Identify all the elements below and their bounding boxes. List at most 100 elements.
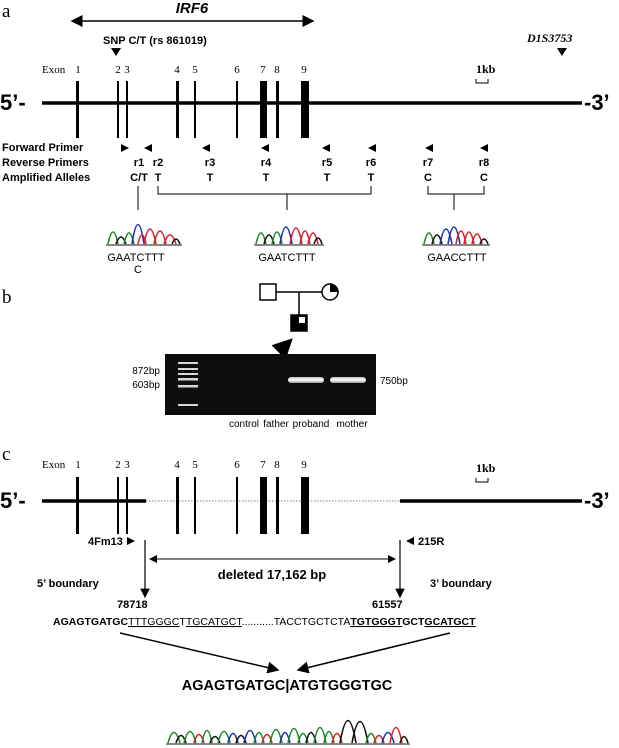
gel-band-mother bbox=[330, 377, 366, 383]
primer-name: r6 bbox=[366, 157, 376, 169]
exon-block bbox=[117, 477, 119, 534]
reverse-primer-icon bbox=[202, 144, 210, 152]
primer-name: r1 bbox=[134, 157, 144, 169]
chromatogram-junction bbox=[166, 719, 410, 745]
scale-bar-c bbox=[475, 478, 489, 483]
scale-label-c: 1kb bbox=[476, 461, 496, 475]
exon-block bbox=[117, 81, 119, 138]
exon-num: 7 bbox=[260, 459, 266, 471]
exon-num: 9 bbox=[301, 64, 307, 76]
exon-num: 6 bbox=[234, 64, 240, 76]
exon-num: 6 bbox=[234, 459, 240, 471]
exon-block bbox=[301, 477, 309, 534]
exon-num: 4 bbox=[174, 459, 180, 471]
reverse-primer-icon bbox=[144, 144, 152, 152]
chromatogram-3 bbox=[422, 226, 490, 246]
exon-block bbox=[260, 477, 267, 534]
sequence-labels-a: GAATCTTT C GAATCTTT GAACCTTT bbox=[107, 252, 487, 276]
panel-label-a: a bbox=[2, 1, 11, 22]
junction-sequence: AGAGTGATGC|ATGTGGGTGC bbox=[182, 678, 393, 694]
allele: C bbox=[480, 172, 488, 184]
primer-name: r5 bbox=[322, 157, 332, 169]
exon-block bbox=[236, 477, 238, 534]
exon-num: 8 bbox=[274, 64, 280, 76]
allele: C/T bbox=[130, 172, 148, 184]
allele: T bbox=[324, 172, 331, 184]
scale-bar-a bbox=[475, 79, 489, 84]
end3-c: -3’ bbox=[584, 488, 610, 513]
scale-label-a: 1kb bbox=[476, 62, 496, 76]
exon-num: 2 bbox=[115, 64, 121, 76]
exon-block bbox=[176, 477, 179, 534]
panel-label-b: b bbox=[2, 287, 12, 308]
proband-arrow-icon bbox=[271, 338, 293, 360]
exon-block bbox=[260, 81, 267, 138]
exon-blocks-a bbox=[76, 81, 309, 138]
exon-blocks-c bbox=[76, 477, 309, 534]
gel-band-proband bbox=[288, 377, 324, 383]
reverse-primer-icon bbox=[322, 144, 330, 152]
primer-names: r1 r2 r3 r4 r5 r6 r7 r8 bbox=[134, 157, 489, 169]
panel-label-c: c bbox=[2, 444, 10, 465]
pedigree bbox=[259, 283, 339, 332]
forward-primer-icon bbox=[121, 144, 129, 152]
allele: T bbox=[207, 172, 214, 184]
exon-num: 4 bbox=[174, 64, 180, 76]
exon-block bbox=[194, 477, 196, 534]
gel-lane-labels: control father proband mother bbox=[229, 419, 368, 430]
exon-block bbox=[126, 477, 128, 534]
chromatogram-2 bbox=[254, 226, 324, 246]
seq-text: GAATCTTT bbox=[107, 252, 165, 264]
seq-text: GAATCTTT bbox=[258, 252, 316, 264]
fwd-primer-label: 4Fm13 bbox=[88, 536, 123, 548]
primer-name: r2 bbox=[153, 157, 163, 169]
seq-text: GAACCTTT bbox=[427, 252, 487, 264]
row-label: Reverse Primers bbox=[2, 157, 89, 169]
allele: C bbox=[424, 172, 432, 184]
exon-numbers-c: 1 2 3 4 5 6 7 8 9 bbox=[75, 459, 307, 471]
exon-block bbox=[76, 477, 79, 534]
primer-arrows bbox=[121, 144, 488, 152]
band-size-label: 750bp bbox=[380, 376, 408, 387]
exon-label-a: Exon bbox=[42, 64, 66, 76]
allele: T bbox=[368, 172, 375, 184]
exon-num: 5 bbox=[192, 64, 198, 76]
boundary3-label: 3’ boundary bbox=[430, 578, 493, 590]
exon-block bbox=[176, 81, 179, 138]
reverse-primer-icon bbox=[425, 144, 433, 152]
ladder-size: 872bp bbox=[132, 366, 160, 377]
exon-block bbox=[276, 477, 279, 534]
fwd-primer-icon bbox=[127, 537, 135, 545]
lane-label: control bbox=[229, 419, 259, 430]
reverse-primer-icon bbox=[368, 144, 376, 152]
exon-num: 3 bbox=[124, 459, 130, 471]
lane-label: father bbox=[263, 419, 289, 430]
primer-name: r7 bbox=[423, 157, 433, 169]
row-label: Forward Primer bbox=[2, 142, 84, 154]
gene-title: IRF6 bbox=[176, 0, 209, 17]
row-labels: Forward Primer Reverse Primers Amplified… bbox=[2, 142, 90, 184]
exon-num: 5 bbox=[192, 459, 198, 471]
ladder-size: 603bp bbox=[132, 380, 160, 391]
snp-marker-icon bbox=[111, 48, 121, 56]
gel-image bbox=[165, 354, 376, 415]
marker-triangle-icon bbox=[557, 48, 567, 56]
breakpoint-sequence: AGAGTGATGCTTTGGGCTTGCATGCT...........TAC… bbox=[53, 616, 476, 628]
exon-block bbox=[236, 81, 238, 138]
boundary5-label: 5’ boundary bbox=[37, 578, 100, 590]
junction-arrow-left bbox=[119, 632, 280, 674]
allele: T bbox=[263, 172, 270, 184]
exon-num: 7 bbox=[260, 64, 266, 76]
end3-a: -3’ bbox=[584, 90, 610, 115]
exon-label-c: Exon bbox=[42, 459, 66, 471]
end5-a: 5’- bbox=[0, 90, 26, 115]
end5-c: 5’- bbox=[0, 488, 26, 513]
position3: 61557 bbox=[372, 599, 403, 611]
rev-primer-icon bbox=[406, 537, 414, 545]
lane-label: mother bbox=[336, 419, 368, 430]
rev-primer-label: 215R bbox=[418, 536, 444, 548]
exon-num: 8 bbox=[274, 459, 280, 471]
seq-text: C bbox=[134, 264, 142, 276]
allele-values: C/T T T T T T C C bbox=[130, 172, 488, 184]
